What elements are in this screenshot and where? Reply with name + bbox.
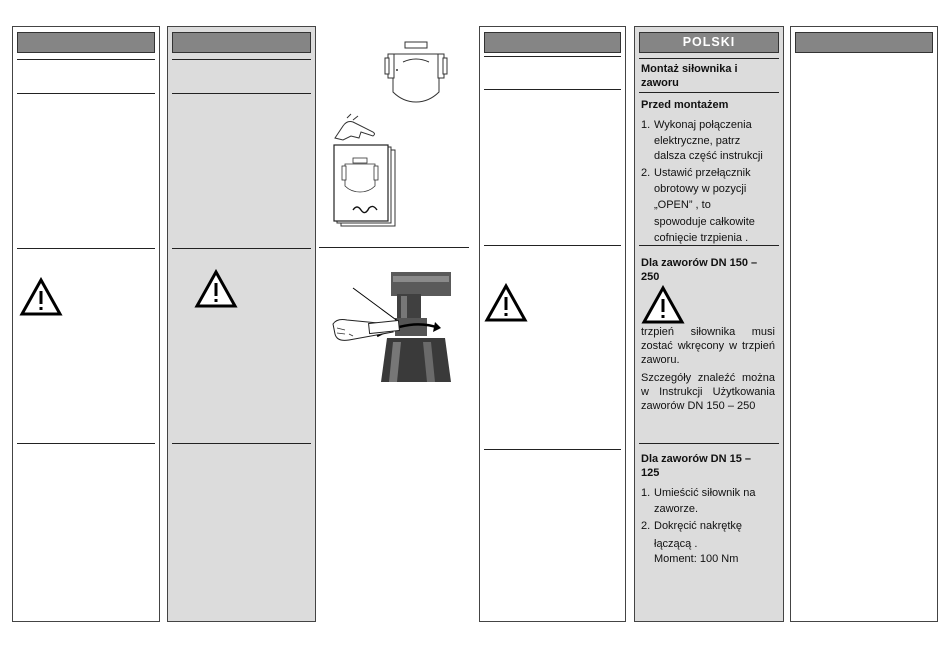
divider [639, 92, 779, 93]
column-2-header [172, 32, 311, 53]
column-1 [12, 26, 160, 622]
divider [17, 248, 155, 249]
divider [484, 89, 621, 90]
divider [639, 443, 779, 444]
step-line: Umieścić siłownik na [654, 487, 756, 499]
manual-booklet-illustration [333, 144, 396, 227]
step-line: Ustawić przełącznik [654, 167, 751, 179]
step-number: 2. [641, 520, 651, 532]
divider [172, 443, 311, 444]
polish-header-label: POLSKI [682, 35, 736, 49]
dn150-text: trzpień siłownika musi zostać wkręcony w… [641, 326, 775, 366]
column-6 [790, 26, 938, 622]
valve-illustration [384, 41, 448, 103]
step-number: 1. [641, 487, 651, 499]
wrench-actuator-illustration [332, 272, 451, 382]
divider [172, 248, 311, 249]
section-title: Montaż siłownika i zaworu [641, 63, 738, 89]
step-line: „OPEN” , to [654, 199, 711, 211]
step-line: elektryczne, patrz [654, 134, 741, 147]
step-number: 1. [641, 119, 651, 131]
step-line: obrotowy w pozycji [654, 182, 747, 195]
column-1-header [17, 32, 155, 53]
warning-icon [641, 285, 685, 324]
column-2 [167, 26, 316, 622]
step-line: zaworze. [654, 502, 699, 515]
divider [17, 443, 155, 444]
step-line: dalsza część instrukcji [654, 150, 763, 162]
dn15-heading: Dla zaworów DN 15 – 125 [641, 453, 752, 479]
divider [484, 245, 621, 246]
step-line: łączącą . [654, 537, 698, 550]
step-line: spowoduje całkowite [654, 215, 755, 228]
divider [639, 245, 779, 246]
warning-icon [484, 283, 528, 322]
warning-icon [194, 269, 238, 308]
divider [17, 93, 155, 94]
dn150-details: Szczegóły znaleźć można w Instrukcji Uży… [641, 372, 775, 412]
divider [172, 93, 311, 94]
illustration-divider [319, 247, 469, 248]
divider [17, 59, 155, 60]
step-line: Moment: 100 Nm [654, 553, 739, 565]
step-line: Wykonaj połączenia [654, 119, 752, 131]
dn150-heading: Dla zaworów DN 150 – 250 [641, 257, 758, 283]
polish-header: POLSKI [639, 32, 779, 53]
column-6-header [795, 32, 933, 53]
step-line: cofnięcie trzpienia . [654, 232, 749, 244]
step-line: Dokręcić nakrętkę [654, 520, 743, 532]
divider [484, 56, 621, 57]
column-4-header [484, 32, 621, 53]
step-number: 2. [641, 167, 651, 179]
hand-pointer-icon [334, 113, 375, 141]
warning-icon [19, 277, 63, 316]
before-mounting-heading: Przed montażem [641, 99, 729, 111]
column-polish: POLSKI Montaż siłownika i zaworu Przed m… [634, 26, 784, 622]
divider [484, 449, 621, 450]
column-4 [479, 26, 626, 622]
illustrations-column [319, 26, 469, 622]
divider [639, 58, 779, 59]
divider [172, 59, 311, 60]
